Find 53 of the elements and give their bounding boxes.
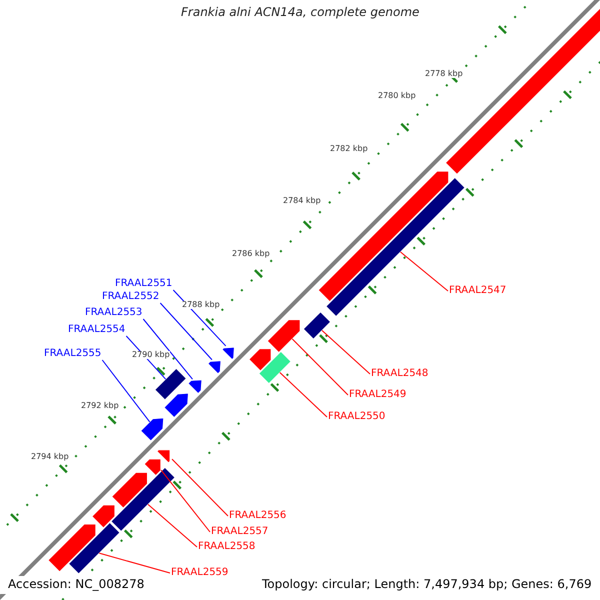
leader-line	[292, 338, 348, 396]
leader-line	[126, 336, 166, 380]
gene-label: FRAAL2554	[68, 325, 126, 335]
leader-line	[160, 470, 210, 532]
gene-block	[156, 450, 170, 464]
gene-label: FRAAL2549	[349, 390, 406, 400]
gene-label: FRAAL2556	[229, 511, 286, 521]
gene-label: FRAAL2547	[449, 286, 506, 296]
leader-line	[147, 504, 198, 548]
gene-label: FRAAL2550	[328, 412, 386, 422]
tick-label: 2794 kbp	[31, 453, 69, 461]
gene-label: FRAAL2557	[211, 527, 268, 537]
gene-label: FRAAL2548	[371, 369, 428, 379]
tick-label: 2780 kbp	[378, 92, 416, 100]
tick-label: 2790 kbp	[132, 351, 170, 359]
gene-block	[48, 524, 96, 572]
gene-label: FRAAL2555	[44, 349, 102, 359]
gene-block	[188, 380, 202, 394]
gene-block	[110, 467, 176, 532]
gene-label: FRAAL2559	[171, 568, 228, 578]
leader-line	[160, 302, 212, 360]
leader-line	[172, 458, 228, 516]
gene-block	[92, 504, 116, 528]
gene-block	[208, 360, 222, 374]
tick-label: 2782 kbp	[330, 145, 368, 153]
gene-label: FRAAL2558	[198, 542, 256, 552]
gene-block	[267, 320, 300, 353]
gene-label: FRAAL2552	[102, 292, 160, 302]
leader-line	[98, 552, 170, 574]
leader-line	[400, 251, 448, 292]
tick-label: 2786 kbp	[232, 250, 270, 258]
gene-block	[258, 351, 292, 384]
gene-block	[248, 348, 272, 372]
gene-block	[154, 368, 187, 400]
leader-line	[142, 318, 194, 380]
leader-line	[321, 330, 370, 374]
gene-label: FRAAL2553	[85, 308, 142, 318]
leader-line	[172, 290, 226, 346]
gene-block	[164, 393, 189, 418]
diagram-title: Frankia alni ACN14a, complete genome	[181, 6, 420, 18]
gene-block	[144, 458, 161, 476]
gene-block	[222, 347, 235, 360]
leader-line	[279, 372, 328, 418]
tick-label: 2788 kbp	[182, 301, 220, 309]
tick-label: 2778 kbp	[425, 70, 463, 78]
gene-block	[68, 522, 120, 574]
gene-block	[111, 472, 148, 508]
gene-block	[140, 418, 164, 442]
leader-line	[102, 360, 150, 422]
gene-block	[303, 312, 331, 340]
gene-label: FRAAL2551	[115, 279, 172, 289]
tick-label: 2784 kbp	[283, 197, 321, 205]
tick-label: 2792 kbp	[81, 402, 119, 410]
